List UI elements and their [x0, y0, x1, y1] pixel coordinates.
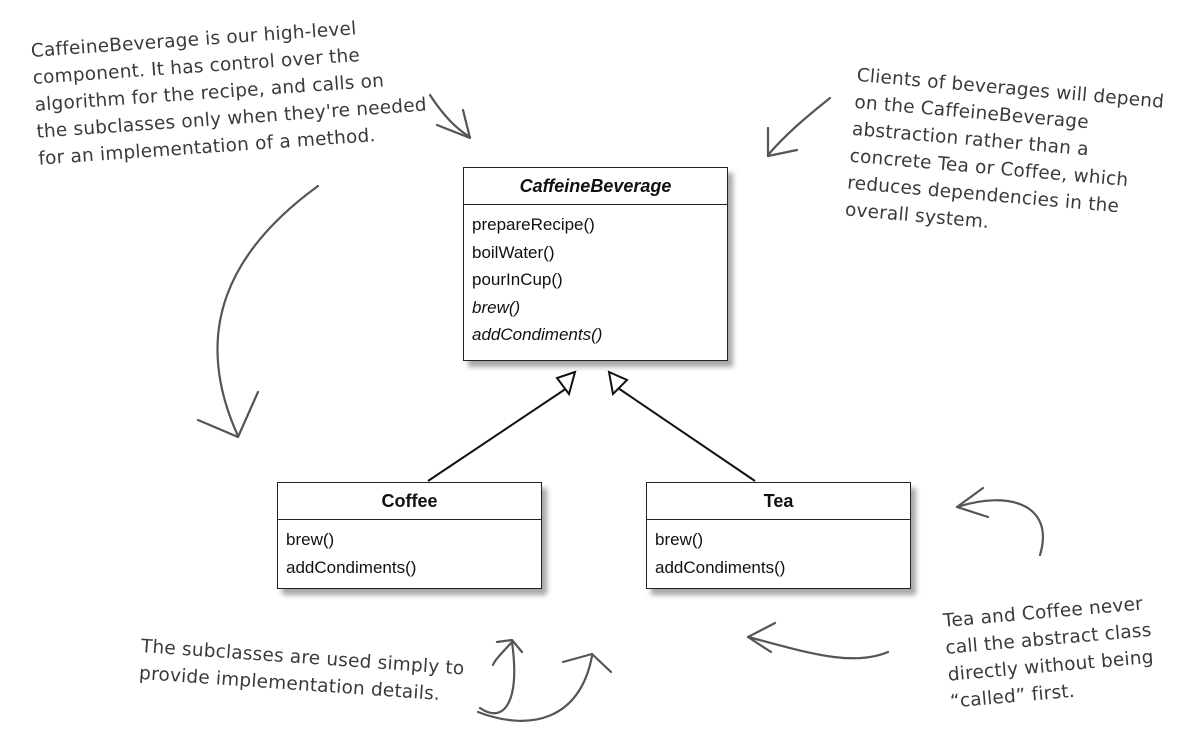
method-list: prepareRecipe() boilWater() pourInCup() … [464, 205, 727, 357]
method-boil-water: boilWater() [472, 242, 555, 262]
arrowhead-clients [766, 126, 799, 158]
method-pour-in-cup: pourInCup() [472, 270, 563, 289]
curved-arrow-high-level [216, 184, 320, 438]
inheritance-arrowhead-coffee [555, 370, 577, 397]
method-add-condiments: addCondiments() [472, 325, 603, 344]
inheritance-line-coffee [427, 387, 568, 482]
arrowhead-subclasses-1 [495, 638, 524, 654]
class-name: CaffeineBeverage [464, 168, 727, 205]
note-high-level-component: CaffeineBeverage is our high-level compo… [30, 11, 430, 173]
arrow-clients [766, 96, 832, 157]
method-brew: brew() [286, 530, 335, 549]
method-brew: brew() [472, 297, 521, 317]
method-list: brew() addCondiments() [647, 520, 910, 589]
method-add-condiments: addCondiments() [655, 557, 786, 577]
method-prepare-recipe: prepareRecipe() [472, 215, 595, 234]
method-list: brew() addCondiments() [278, 520, 541, 589]
method-add-condiments: addCondiments() [286, 557, 417, 577]
arrowhead-high-level [196, 390, 260, 439]
curved-arrow-subclasses-1 [478, 640, 516, 715]
arrowhead-never-call [746, 621, 777, 654]
class-name: Tea [647, 483, 910, 520]
inheritance-arrowhead-tea [607, 370, 629, 397]
note-never-call: Tea and Coffee never call the abstract c… [942, 590, 1157, 716]
note-clients-depend: Clients of beverages will depend on the … [844, 62, 1165, 250]
class-coffee: Coffee brew() addCondiments() [277, 482, 542, 589]
class-name: Coffee [278, 483, 541, 520]
arrowhead-caffeine-left [435, 108, 472, 140]
arrowhead-tea [955, 486, 990, 519]
curved-arrow-never-call [746, 635, 890, 660]
inheritance-line-tea [617, 387, 756, 482]
arrowhead-subclasses-2 [561, 652, 613, 674]
curved-arrow-tea [955, 499, 1044, 557]
class-tea: Tea brew() addCondiments() [646, 482, 911, 589]
curved-arrow-subclasses-2 [476, 654, 594, 722]
method-brew: brew() [655, 530, 704, 549]
class-caffeine-beverage: CaffeineBeverage prepareRecipe() boilWat… [463, 167, 728, 361]
arrow-to-caffeine-left [428, 93, 472, 139]
